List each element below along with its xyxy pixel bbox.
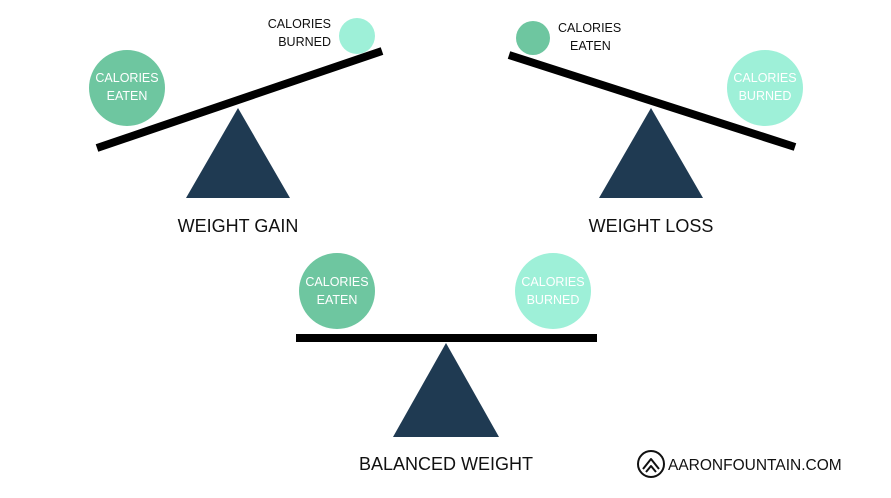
weight-gain-scale: CALORIES EATEN CALORIES BURNED WEIGHT GA… [89,17,384,236]
balanced-eaten-label-line1: CALORIES [305,275,368,289]
weight-gain-title: WEIGHT GAIN [178,216,299,236]
weight-loss-fulcrum [599,108,703,198]
weight-gain-eaten-label-line2: EATEN [107,89,148,103]
weight-gain-calories-eaten-ball [89,50,165,126]
balanced-calories-burned-ball [515,253,591,329]
weight-loss-eaten-label-line1: CALORIES [558,21,621,35]
balanced-weight-title: BALANCED WEIGHT [359,454,533,474]
weight-loss-burned-label-line1: CALORIES [733,71,796,85]
weight-gain-beam [95,47,384,152]
balanced-eaten-label-line2: EATEN [317,293,358,307]
mountain-logo-icon [637,450,665,478]
weight-loss-calories-eaten-ball [516,21,550,55]
brand-text: AARONFOUNTAIN.COM [668,457,842,474]
brand-logo: AARONFOUNTAIN.COM [637,450,842,478]
weight-gain-burned-label-line2: BURNED [278,35,331,49]
weight-gain-fulcrum [186,108,290,198]
weight-gain-calories-burned-ball [339,18,375,54]
balanced-calories-eaten-ball [299,253,375,329]
weight-gain-eaten-label-line1: CALORIES [95,71,158,85]
balanced-weight-fulcrum [393,343,499,437]
weight-loss-calories-burned-ball [727,50,803,126]
balanced-burned-label-line1: CALORIES [521,275,584,289]
balanced-weight-scale: CALORIES EATEN CALORIES BURNED BALANCED … [296,253,597,474]
weight-loss-beam [507,51,797,151]
weight-loss-eaten-label-line2: EATEN [570,39,611,53]
weight-gain-burned-label-line1: CALORIES [268,17,331,31]
weight-loss-burned-label-line2: BURNED [739,89,792,103]
balanced-burned-label-line2: BURNED [527,293,580,307]
weight-loss-scale: CALORIES EATEN CALORIES BURNED WEIGHT LO… [507,21,803,236]
weight-loss-title: WEIGHT LOSS [589,216,714,236]
